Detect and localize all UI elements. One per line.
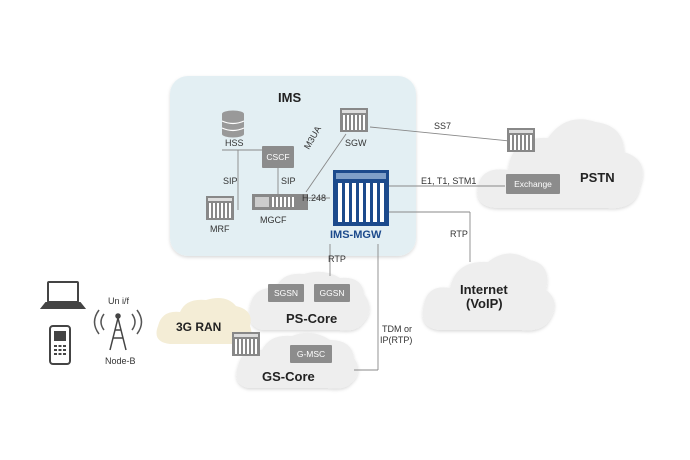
exchange-box: Exchange (506, 174, 560, 194)
connection-lines (222, 126, 511, 371)
ims-title: IMS (278, 90, 302, 105)
hss-label: HSS (225, 138, 244, 148)
pstn-server-icon (507, 128, 535, 152)
mobile-phone-icon (49, 325, 71, 365)
mrf-label: MRF (210, 224, 230, 234)
internet-rtp-label: RTP (450, 229, 468, 239)
ggsn-box: GGSN (314, 284, 350, 302)
radio-waves-icon (93, 309, 143, 335)
trunks-label: E1, T1, STM1 (421, 176, 477, 186)
ss7-label: SS7 (434, 121, 452, 131)
hss-database-icon (221, 110, 245, 138)
ims-mgw-rack-icon (333, 170, 389, 226)
laptop-icon (39, 281, 87, 309)
tdm-label-line1: TDM or (382, 324, 412, 334)
node-b-label: Node-B (105, 356, 136, 366)
mgcf-server-icon (252, 194, 308, 210)
pstn-title: PSTN (580, 170, 615, 185)
internet-cloud (422, 253, 555, 331)
sip-right-label: SIP (281, 176, 296, 186)
g-msc-box: G-MSC (290, 345, 332, 363)
sgsn-box: SGSN (268, 284, 304, 302)
internet-title-line2: (VoIP) (466, 296, 503, 311)
ims-mgw-label: IMS-MGW (330, 229, 382, 241)
node-b-tower-icon (109, 313, 127, 351)
sip-left-label: SIP (223, 176, 238, 186)
ran-title: 3G RAN (176, 320, 222, 334)
sgw-label: SGW (345, 138, 367, 148)
internet-title-line1: Internet (460, 282, 508, 297)
mgcf-label: MGCF (260, 215, 287, 225)
h248-label: H.248 (302, 193, 327, 203)
ps-core-title: PS-Core (286, 311, 338, 326)
uni-label: Un i/f (108, 296, 130, 306)
cscf-box: CSCF (262, 146, 294, 168)
msc-server-icon (232, 332, 260, 356)
pstn-cloud (477, 119, 643, 209)
ps-core-rtp-label: RTP (328, 254, 346, 264)
ran-cloud (156, 298, 252, 344)
sgw-server-icon (340, 108, 368, 132)
mrf-server-icon (206, 196, 234, 220)
tdm-label-line2: IP(RTP) (380, 335, 413, 345)
gs-core-title: GS-Core (262, 369, 315, 384)
